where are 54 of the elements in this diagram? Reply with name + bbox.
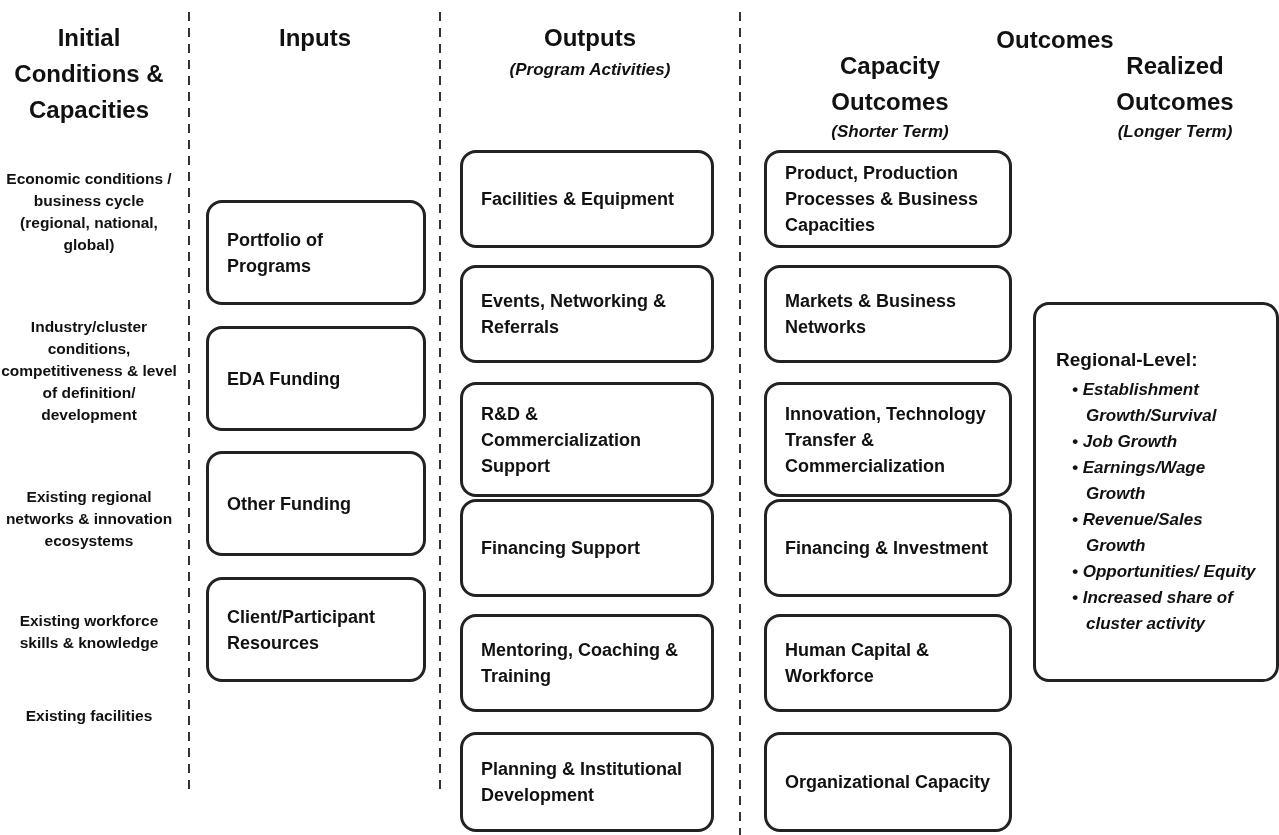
bullet-item: • Opportunities/ Equity xyxy=(1072,561,1257,583)
box-text: Facilities & Equipment xyxy=(481,188,675,211)
column-heading: Outputs xyxy=(543,23,637,53)
box-text: Other Funding xyxy=(227,492,351,516)
process-box xyxy=(206,451,426,556)
box-text: Events, Networking & Referrals xyxy=(481,290,668,339)
box-text: EDA Funding xyxy=(227,367,341,391)
column-heading: Capacity Outcomes xyxy=(830,51,950,117)
bullet-item: • Increased share of cluster activity xyxy=(1072,587,1236,635)
process-box xyxy=(460,732,714,832)
column-heading: Inputs xyxy=(278,23,352,53)
process-box xyxy=(460,382,714,497)
column-heading: Initial Conditions & Capacities xyxy=(13,23,165,125)
box-text: R&D & Commercialization Support xyxy=(481,402,643,478)
box-text: Product, Production Processes & Business Capacities xyxy=(785,162,980,237)
condition-text: Economic conditions / business cycle (regional, national, global) xyxy=(5,169,173,255)
process-box xyxy=(764,382,1012,497)
column-subheading: (Longer Term) xyxy=(1116,121,1234,143)
box-text: Portfolio of Programs xyxy=(227,228,324,278)
column-subheading: (Shorter Term) xyxy=(830,121,950,143)
process-box xyxy=(764,499,1012,597)
condition-text: Industry/cluster conditions, competitiveness & level of definition/ development xyxy=(0,317,178,425)
process-box xyxy=(460,265,714,363)
column-subheading: (Program Activities) xyxy=(508,59,672,81)
column-heading: Realized Outcomes xyxy=(1115,51,1235,117)
process-box xyxy=(764,614,1012,712)
process-box xyxy=(764,732,1012,832)
condition-text: Existing regional networks & innovation ecosystems xyxy=(4,487,174,551)
box-text: Financing & Investment xyxy=(785,537,989,560)
bullet-item: • Job Growth xyxy=(1072,431,1179,453)
box-text: Markets & Business Networks xyxy=(785,290,958,339)
panel-heading: Regional-Level: xyxy=(1056,348,1199,372)
box-text: Financing Support xyxy=(481,537,640,560)
box-text: Client/Participant Resources xyxy=(227,605,377,655)
condition-text: Existing workforce skills & knowledge xyxy=(18,611,160,653)
box-text: Innovation, Technology Transfer & Commercialization xyxy=(785,402,987,478)
process-box xyxy=(764,150,1012,248)
box-text: Planning & Institutional Development xyxy=(481,758,683,807)
bullet-item: • Revenue/Sales Growth xyxy=(1072,509,1204,557)
process-box xyxy=(206,577,426,682)
process-box xyxy=(206,200,426,305)
outcome-panel xyxy=(1033,302,1279,682)
process-box xyxy=(460,614,714,712)
box-text: Human Capital & Workforce xyxy=(785,639,931,688)
process-box xyxy=(460,150,714,248)
box-text: Mentoring, Coaching & Training xyxy=(481,639,679,688)
process-box xyxy=(764,265,1012,363)
condition-text: Existing facilities xyxy=(24,706,154,726)
bullet-item: • Establishment Growth/Survival xyxy=(1072,379,1218,427)
box-text: Organizational Capacity xyxy=(785,771,991,794)
column-heading: Outcomes xyxy=(995,25,1115,55)
bullet-item: • Earnings/Wage Growth xyxy=(1072,457,1207,505)
process-box xyxy=(460,499,714,597)
process-box xyxy=(206,326,426,431)
